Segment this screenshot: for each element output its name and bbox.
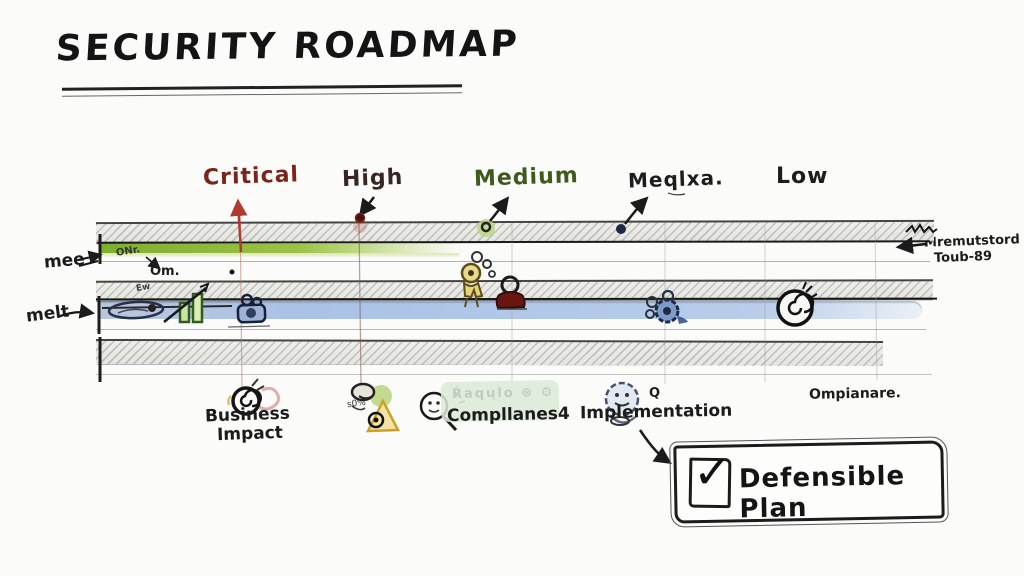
defensible-plan-checkbox: ✓ <box>688 445 732 509</box>
meqlxa-underline <box>667 192 686 196</box>
red-figure-icon <box>495 275 527 310</box>
implementation-arrow <box>638 429 672 464</box>
bar-chart-icon <box>163 282 210 324</box>
camera-doodle-icon <box>227 293 271 328</box>
lane1-green-bar <box>101 244 459 253</box>
lane1-note-arrow <box>145 256 161 270</box>
melt-arrow <box>57 303 96 319</box>
implementation-q-note: Q <box>649 386 661 401</box>
priority-label-low: Low <box>776 164 829 189</box>
lane2-blue-band <box>99 301 922 319</box>
priority-label-high: High <box>341 164 404 193</box>
critical-arrow <box>230 198 248 253</box>
right-note-scribble <box>905 223 938 234</box>
meqlxa-dot <box>616 224 626 234</box>
medium-dot-halo <box>477 219 495 237</box>
implementation-gear-icon <box>604 381 640 426</box>
medium-arrow <box>489 196 510 222</box>
business-impact-icon <box>227 378 281 416</box>
high-column-line <box>358 221 362 385</box>
ellipse-sketch-icon <box>101 300 233 320</box>
blue-gear-icon <box>645 289 688 324</box>
checkmark-icon: ✓ <box>692 444 733 500</box>
warning-compliance-icon <box>350 382 401 433</box>
implementation-label: Implementation <box>579 400 733 424</box>
page-title: SECURITY ROADMAP <box>54 23 522 70</box>
spiral-target-icon <box>776 281 818 327</box>
lane3-pencil-line <box>96 374 932 375</box>
high-arrow <box>358 196 377 217</box>
priority-label-medium: Medium <box>473 163 580 192</box>
lane2-pencil-line <box>96 329 926 330</box>
high-dot-smudge <box>353 219 367 233</box>
priority-label-meqlxa: Meqlxa. <box>627 165 725 193</box>
mee-arrow <box>77 250 103 267</box>
defensible-plan-label: Defensible Plan <box>738 461 906 525</box>
meqlxa-arrow <box>624 196 649 225</box>
lane1-note-dot <box>229 269 235 275</box>
grid-vertical-lines <box>511 222 878 384</box>
lane1-pencil-line <box>96 261 930 262</box>
high-dot <box>354 212 366 224</box>
lane1-note-b: Om. <box>150 264 180 279</box>
compliance-label: Compllanes4 <box>446 403 570 427</box>
medium-dot <box>480 221 492 233</box>
lane1-left-label: mee <box>43 249 86 273</box>
priority-label-critical: Critical <box>202 162 300 191</box>
defensible-plan-box: ✓ Defensible Plan <box>669 436 949 528</box>
business-impact-label-line2: Impact <box>216 422 284 446</box>
right-note-arrow <box>895 236 927 255</box>
person-icon <box>460 251 496 308</box>
